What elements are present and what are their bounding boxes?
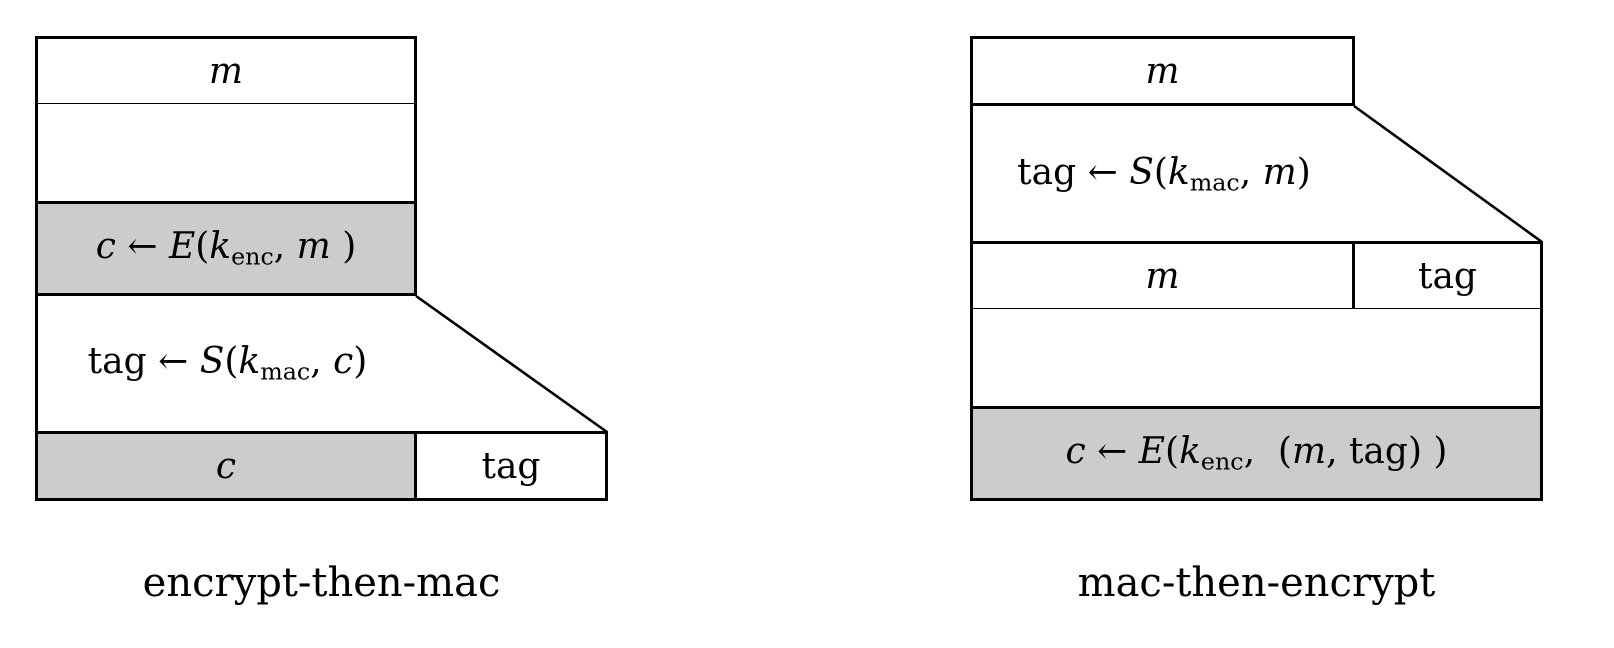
mte-mac-formula: tag ← S(kmac, m): [1017, 151, 1311, 197]
etm-encrypt-step-box: c ← E(kenc, m ): [35, 201, 417, 296]
mte-tag-label: tag: [1418, 255, 1477, 297]
etm-spacer-region: [35, 104, 417, 203]
etm-mac-formula: tag ← S(kmac, c): [87, 340, 368, 386]
mte-message-row-box: m: [970, 241, 1355, 311]
etm-mac-step-region: tag ← S(kmac, c): [35, 294, 417, 432]
etm-message-label: m: [208, 50, 244, 92]
mte-spacer-region: [970, 309, 1543, 408]
mte-tag-box: tag: [1352, 241, 1543, 311]
etm-tag-label: tag: [481, 445, 541, 487]
etm-ciphertext-label: c: [215, 445, 237, 487]
mte-message-label: m: [1145, 50, 1180, 92]
mte-caption: mac-then-encrypt: [1077, 560, 1436, 606]
etm-caption: encrypt-then-mac: [142, 560, 501, 606]
etm-ciphertext-box: c: [35, 431, 417, 501]
etm-encrypt-formula: c ← E(kenc, m ): [95, 226, 357, 271]
mte-mac-step-region: tag ← S(kmac, m): [970, 104, 1355, 244]
mte-message-row-label: m: [1145, 255, 1180, 297]
mte-diagonal-line: [1353, 104, 1543, 244]
etm-diagonal-line: [415, 294, 608, 434]
mte-encrypt-formula: c ← E(kenc, (m, tag) ): [1065, 431, 1448, 476]
mte-message-box: m: [970, 36, 1355, 106]
etm-message-box: m: [35, 36, 417, 106]
etm-tag-box: tag: [414, 431, 608, 501]
mte-encrypt-step-box: c ← E(kenc, (m, tag) ): [970, 406, 1543, 501]
